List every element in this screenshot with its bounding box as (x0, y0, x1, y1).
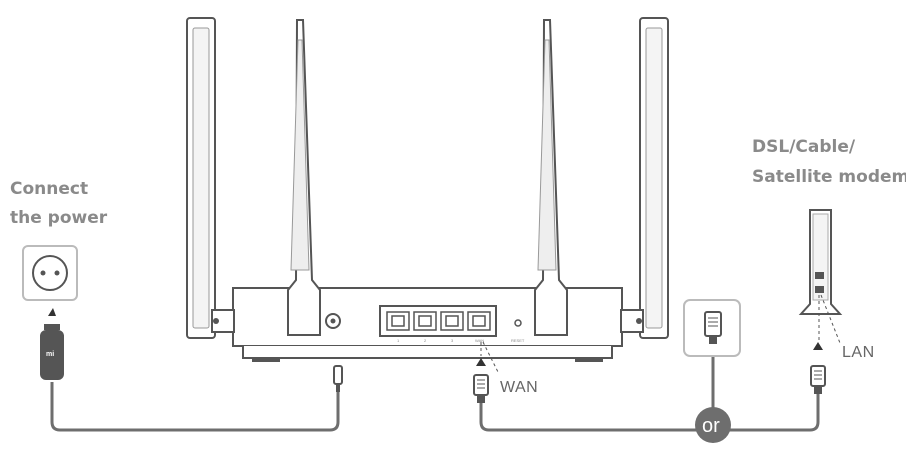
port1-label: 1 (397, 338, 400, 343)
reset-button: RESET (511, 319, 525, 343)
power-socket-icon (22, 245, 78, 301)
wan-cable (479, 350, 820, 432)
lan-label: LAN (842, 344, 875, 361)
lan-connector (810, 342, 826, 394)
wan-label: WAN (500, 379, 538, 396)
antenna-left-inner (287, 19, 321, 336)
lan-port-3 (440, 311, 464, 331)
connect-power-label-line2: the power (10, 208, 108, 228)
port2-label: 2 (424, 338, 427, 343)
power-plug-icon (333, 365, 343, 392)
lan-port-1 (386, 311, 410, 331)
wan-connector (473, 341, 499, 403)
antenna-right-outer (639, 17, 669, 339)
reset-label: RESET (511, 338, 525, 343)
wan-port (467, 311, 491, 331)
router-power-port (325, 313, 341, 329)
modem-icon (798, 209, 843, 344)
antenna-left-outer (186, 17, 216, 339)
power-adapter-icon: mi (40, 308, 64, 380)
wan-port-small-label: WAN (475, 338, 484, 343)
antenna-right-inner (534, 19, 568, 336)
power-cable (50, 382, 340, 432)
connect-power-label-line1: Connect (10, 179, 88, 199)
port3-label: 3 (451, 338, 454, 343)
ethernet-plug-icon (683, 299, 741, 357)
modem-label-line1: DSL/Cable/ (752, 137, 856, 157)
or-badge: or (695, 407, 731, 443)
router-ethernet-ports: 1 2 3 WAN (379, 305, 497, 343)
modem-label-line2: Satellite modem (752, 167, 906, 187)
or-label: or (702, 415, 720, 437)
lan-port-2 (413, 311, 437, 331)
adapter-logo: mi (46, 351, 54, 358)
